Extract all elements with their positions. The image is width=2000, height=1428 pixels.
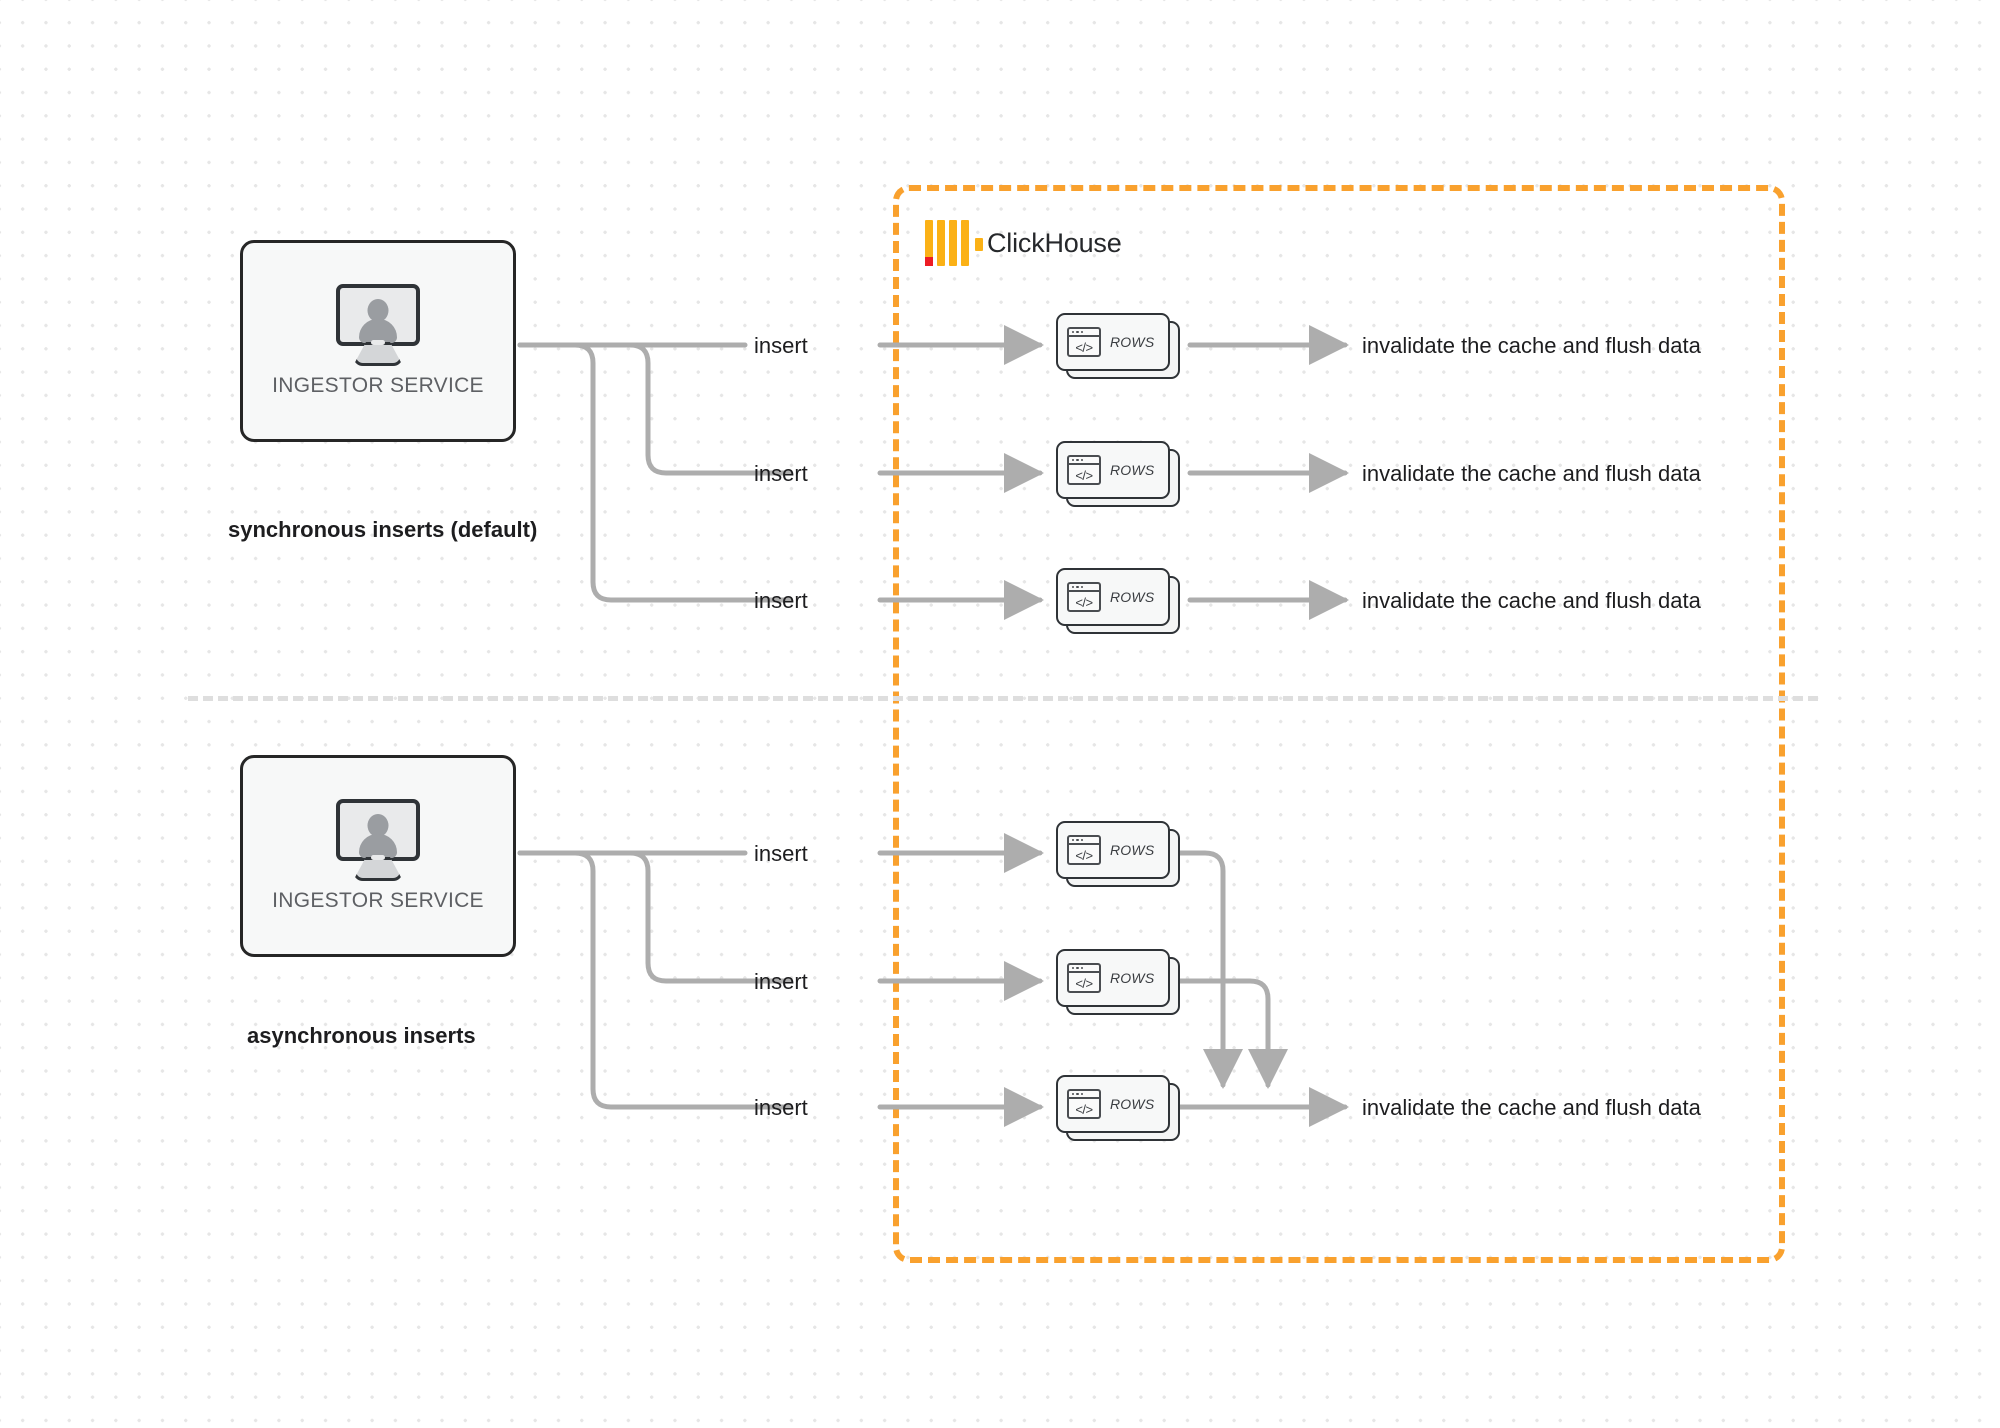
clickhouse-label: ClickHouse [987,227,1122,258]
logo-bar-small [975,238,983,251]
window-dot [1071,585,1074,589]
window-titlebar [1069,1091,1099,1099]
rows-card-async-2[interactable]: </> ROWS [1056,949,1180,1015]
person-head [367,814,389,837]
window-dot [1076,458,1079,462]
logo-bar-2 [937,220,945,266]
rows-card-front: </> ROWS [1056,313,1170,371]
rows-card-label: ROWS [1110,842,1155,858]
code-window-icon: </> [1067,582,1101,612]
window-dot [1071,330,1074,334]
rows-card-front: </> ROWS [1056,949,1170,1007]
code-glyph: </> [1075,467,1093,483]
monitor-screen [336,284,420,346]
code-glyph: </> [1075,1101,1093,1117]
insert-label-sync-2: insert [754,461,808,486]
window-dot [1071,1092,1074,1096]
rows-card-async-1[interactable]: </> ROWS [1056,821,1180,887]
window-titlebar [1069,457,1099,465]
window-dot [1080,966,1083,970]
monitor-user-icon [330,799,426,881]
window-titlebar [1069,965,1099,973]
code-window-icon: </> [1067,963,1101,993]
window-titlebar [1069,837,1099,845]
rows-card-label: ROWS [1110,1096,1155,1112]
insert-label-async-3: insert [754,1095,808,1120]
monitor-user-icon [330,284,426,366]
rows-card-sync-3[interactable]: </> ROWS [1056,568,1180,634]
logo-red-accent [925,257,933,266]
window-dot [1076,330,1079,334]
rows-card-front: </> ROWS [1056,441,1170,499]
code-glyph: </> [1075,339,1093,355]
window-dot [1071,838,1074,842]
rows-card-front: </> ROWS [1056,568,1170,626]
window-titlebar [1069,584,1099,592]
rows-card-async-3[interactable]: </> ROWS [1056,1075,1180,1141]
rows-card-label: ROWS [1110,970,1155,986]
ingestor-service-label: INGESTOR SERVICE [272,374,484,397]
section-divider [188,696,1818,701]
window-dot [1071,966,1074,970]
code-window-icon: </> [1067,455,1101,485]
flush-label-sync-2: invalidate the cache and flush data [1362,461,1701,486]
person-head [367,299,389,322]
ingestor-service-sync[interactable]: INGESTOR SERVICE [240,240,516,442]
flush-label-sync-1: invalidate the cache and flush data [1362,333,1701,358]
window-dot [1080,838,1083,842]
code-glyph: </> [1075,594,1093,610]
rows-card-label: ROWS [1110,589,1155,605]
flush-label-sync-3: invalidate the cache and flush data [1362,588,1701,613]
clickhouse-boundary [893,185,1785,1263]
window-dot [1080,585,1083,589]
window-dot [1080,458,1083,462]
code-glyph: </> [1075,847,1093,863]
monitor-neck [371,340,385,345]
section-caption-sync: synchronous inserts (default) [228,517,538,542]
window-dot [1076,838,1079,842]
window-dot [1071,458,1074,462]
insert-label-async-2: insert [754,969,808,994]
ingestor-service-label: INGESTOR SERVICE [272,889,484,912]
monitor-screen [336,799,420,861]
rows-card-sync-2[interactable]: </> ROWS [1056,441,1180,507]
ingestor-service-async[interactable]: INGESTOR SERVICE [240,755,516,957]
flush-label-async: invalidate the cache and flush data [1362,1095,1701,1120]
rows-card-label: ROWS [1110,334,1155,350]
logo-bar-4 [961,220,969,266]
clickhouse-branding: ClickHouse [925,220,1122,266]
code-glyph: </> [1075,975,1093,991]
window-dot [1080,1092,1083,1096]
section-caption-async: asynchronous inserts [247,1023,476,1048]
code-window-icon: </> [1067,327,1101,357]
person-body [359,834,397,858]
code-window-icon: </> [1067,835,1101,865]
window-dot [1076,1092,1079,1096]
rows-card-sync-1[interactable]: </> ROWS [1056,313,1180,379]
rows-card-front: </> ROWS [1056,1075,1170,1133]
window-dot [1076,585,1079,589]
person-body [359,319,397,343]
rows-card-label: ROWS [1110,462,1155,478]
insert-label-sync-1: insert [754,333,808,358]
rows-card-front: </> ROWS [1056,821,1170,879]
code-window-icon: </> [1067,1089,1101,1119]
logo-bar-3 [949,220,957,266]
window-dot [1076,966,1079,970]
window-dot [1080,330,1083,334]
logo-bar-1 [925,220,933,266]
window-titlebar [1069,329,1099,337]
clickhouse-logo-icon [925,220,983,266]
insert-label-async-1: insert [754,841,808,866]
insert-label-sync-3: insert [754,588,808,613]
monitor-neck [371,855,385,860]
